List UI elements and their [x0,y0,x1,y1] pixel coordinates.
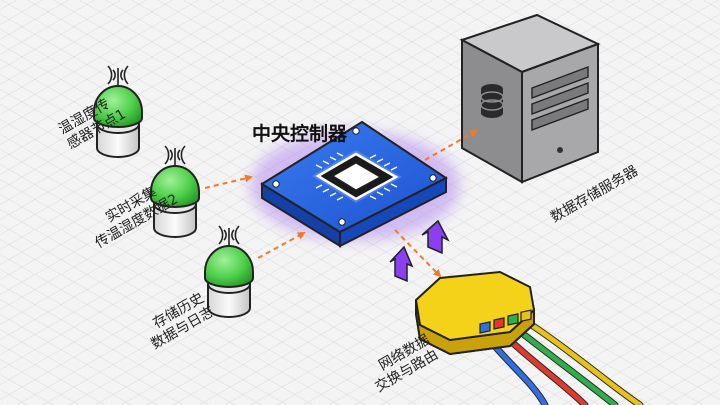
purple-arrow-left [389,245,414,283]
antenna-icon [218,225,240,247]
controller-title: 中央控制器 [252,123,348,145]
network-switch[interactable] [414,270,536,356]
purple-arrow-right [421,219,450,255]
data-flow-arrows [204,130,478,278]
arrow-sensor2-to-controller [204,174,253,189]
arrow-sensor3-to-controller [257,232,306,259]
sensor-node-2[interactable] [150,145,200,238]
ethernet-port-icon [479,309,532,334]
arrow-controller-to-server [424,130,478,161]
sensor-node-1[interactable] [93,65,143,158]
antenna-icon [107,65,129,87]
sensor-node-3[interactable] [204,225,254,318]
upload-arrows [389,219,450,283]
antenna-icon [164,145,186,167]
database-icon [480,84,504,118]
storage-server[interactable] [459,13,601,184]
chip-icon [312,150,402,203]
arrow-controller-to-switch [394,229,442,278]
central-controller[interactable] [250,120,460,248]
